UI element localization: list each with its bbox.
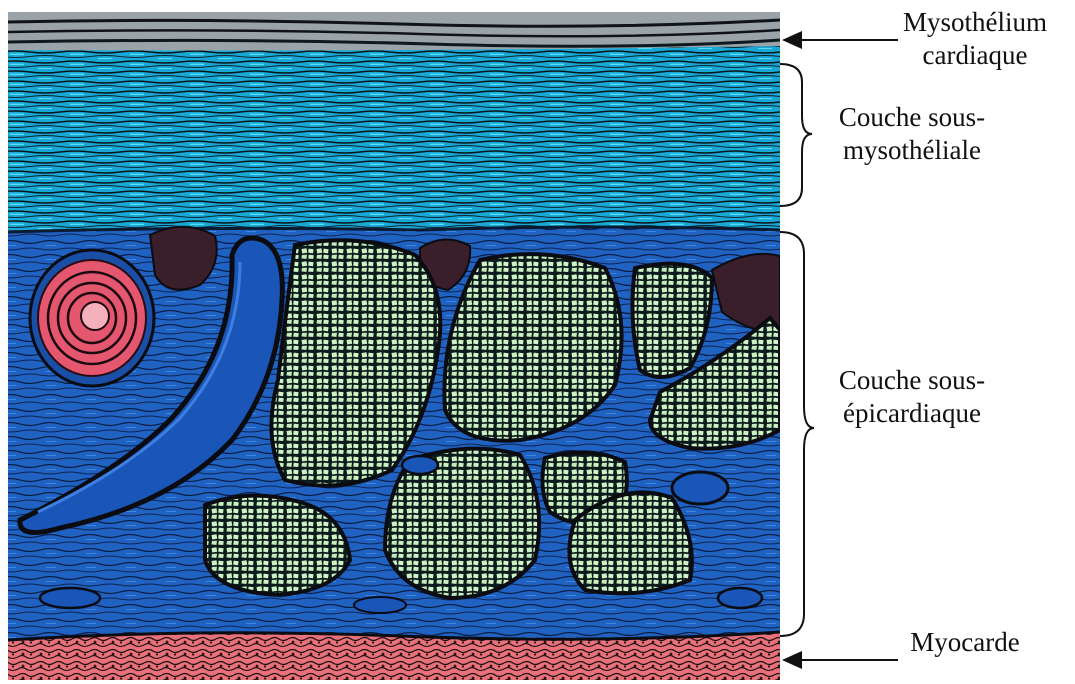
artery	[30, 250, 154, 386]
label-submesothelial-line1: Couche sous-	[812, 101, 1012, 134]
label-submesothelial-line2: mysothéliale	[812, 134, 1012, 167]
bracket-icon	[780, 64, 812, 206]
label-mesothelium: Mysothélium cardiaque	[880, 6, 1070, 72]
label-myocardium: Myocarde	[880, 626, 1050, 659]
label-subepicardial: Couche sous- épicardiaque	[812, 364, 1012, 430]
small-vessel	[354, 597, 406, 613]
myocardium-layer	[8, 632, 780, 680]
small-vessel	[402, 456, 438, 474]
label-mesothelium-line2: cardiaque	[880, 39, 1070, 72]
small-vessel	[718, 588, 762, 608]
label-myocardium-line1: Myocarde	[880, 626, 1050, 659]
bracket-icon	[780, 232, 814, 636]
label-mesothelium-line1: Mysothélium	[880, 6, 1070, 39]
small-vessel	[672, 472, 728, 504]
label-subepicardial-line2: épicardiaque	[812, 397, 1012, 430]
small-vessel	[40, 588, 100, 608]
label-submesothelial: Couche sous- mysothéliale	[812, 101, 1012, 167]
label-subepicardial-line1: Couche sous-	[812, 364, 1012, 397]
tissue-section	[8, 12, 780, 680]
submesothelial-layer	[8, 46, 780, 232]
